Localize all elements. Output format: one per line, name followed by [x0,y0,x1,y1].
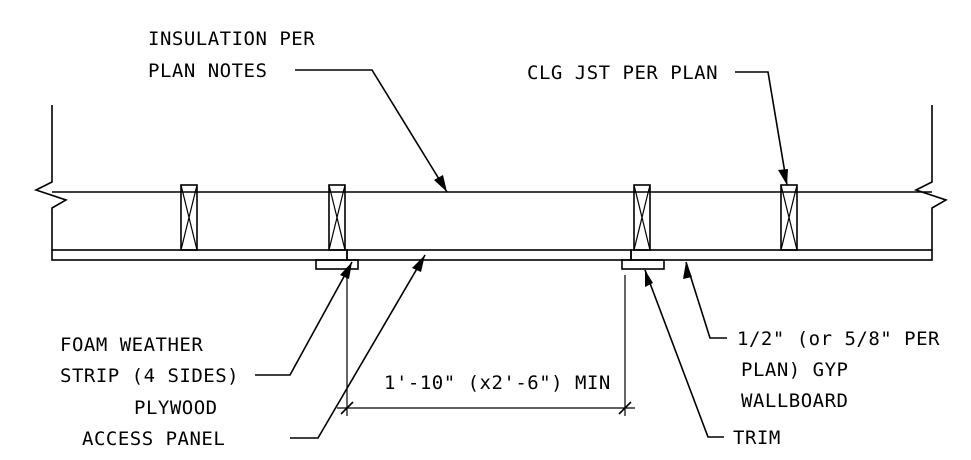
plywood-label-line1: PLYWOOD [134,397,218,419]
trim-right [621,259,665,270]
weather-strip-label-line1: FOAM WEATHER [60,334,203,356]
trim-left [315,259,359,270]
trim-label: TRIM [733,427,781,449]
dimension-label: 1'-10" (x2'-6") MIN [384,372,611,394]
joist-leader [735,71,788,186]
right-break-line [913,105,948,250]
plywood-leader [290,254,426,439]
plywood-access-panel [346,249,632,261]
plywood-arrowhead [412,255,425,272]
gyp-label-line3: WALLBOARD [741,390,848,412]
joist-arrowhead [778,169,788,185]
ceiling-joist [633,184,651,251]
ceiling-joist [780,184,798,251]
ceiling-joist [180,184,198,251]
trim-arrowhead [645,270,653,287]
insulation-leader [295,69,448,193]
weather-strip-label-line2: STRIP (4 SIDES) [60,365,239,387]
joist-label: CLG JST PER PLAN [527,62,718,84]
gyp-leader [685,261,727,339]
weather-strip-leader [255,261,353,376]
insulation-label-line1: INSULATION PER [148,28,315,50]
dimension-line [337,275,635,416]
insulation-label-line2: PLAN NOTES [148,60,267,82]
insulation-arrowhead [434,175,447,192]
gyp-arrowhead [683,262,692,279]
ceiling-joist [328,184,346,251]
trim-leader [644,269,724,438]
gyp-wallboard [51,249,933,261]
gyp-label-line1: 1/2" (or 5/8" PER [737,328,940,350]
weather-strip-arrowhead [340,262,352,279]
left-break-line [33,105,68,250]
plywood-label-line2: ACCESS PANEL [82,428,225,450]
gyp-label-line2: PLAN) GYP [741,359,848,381]
